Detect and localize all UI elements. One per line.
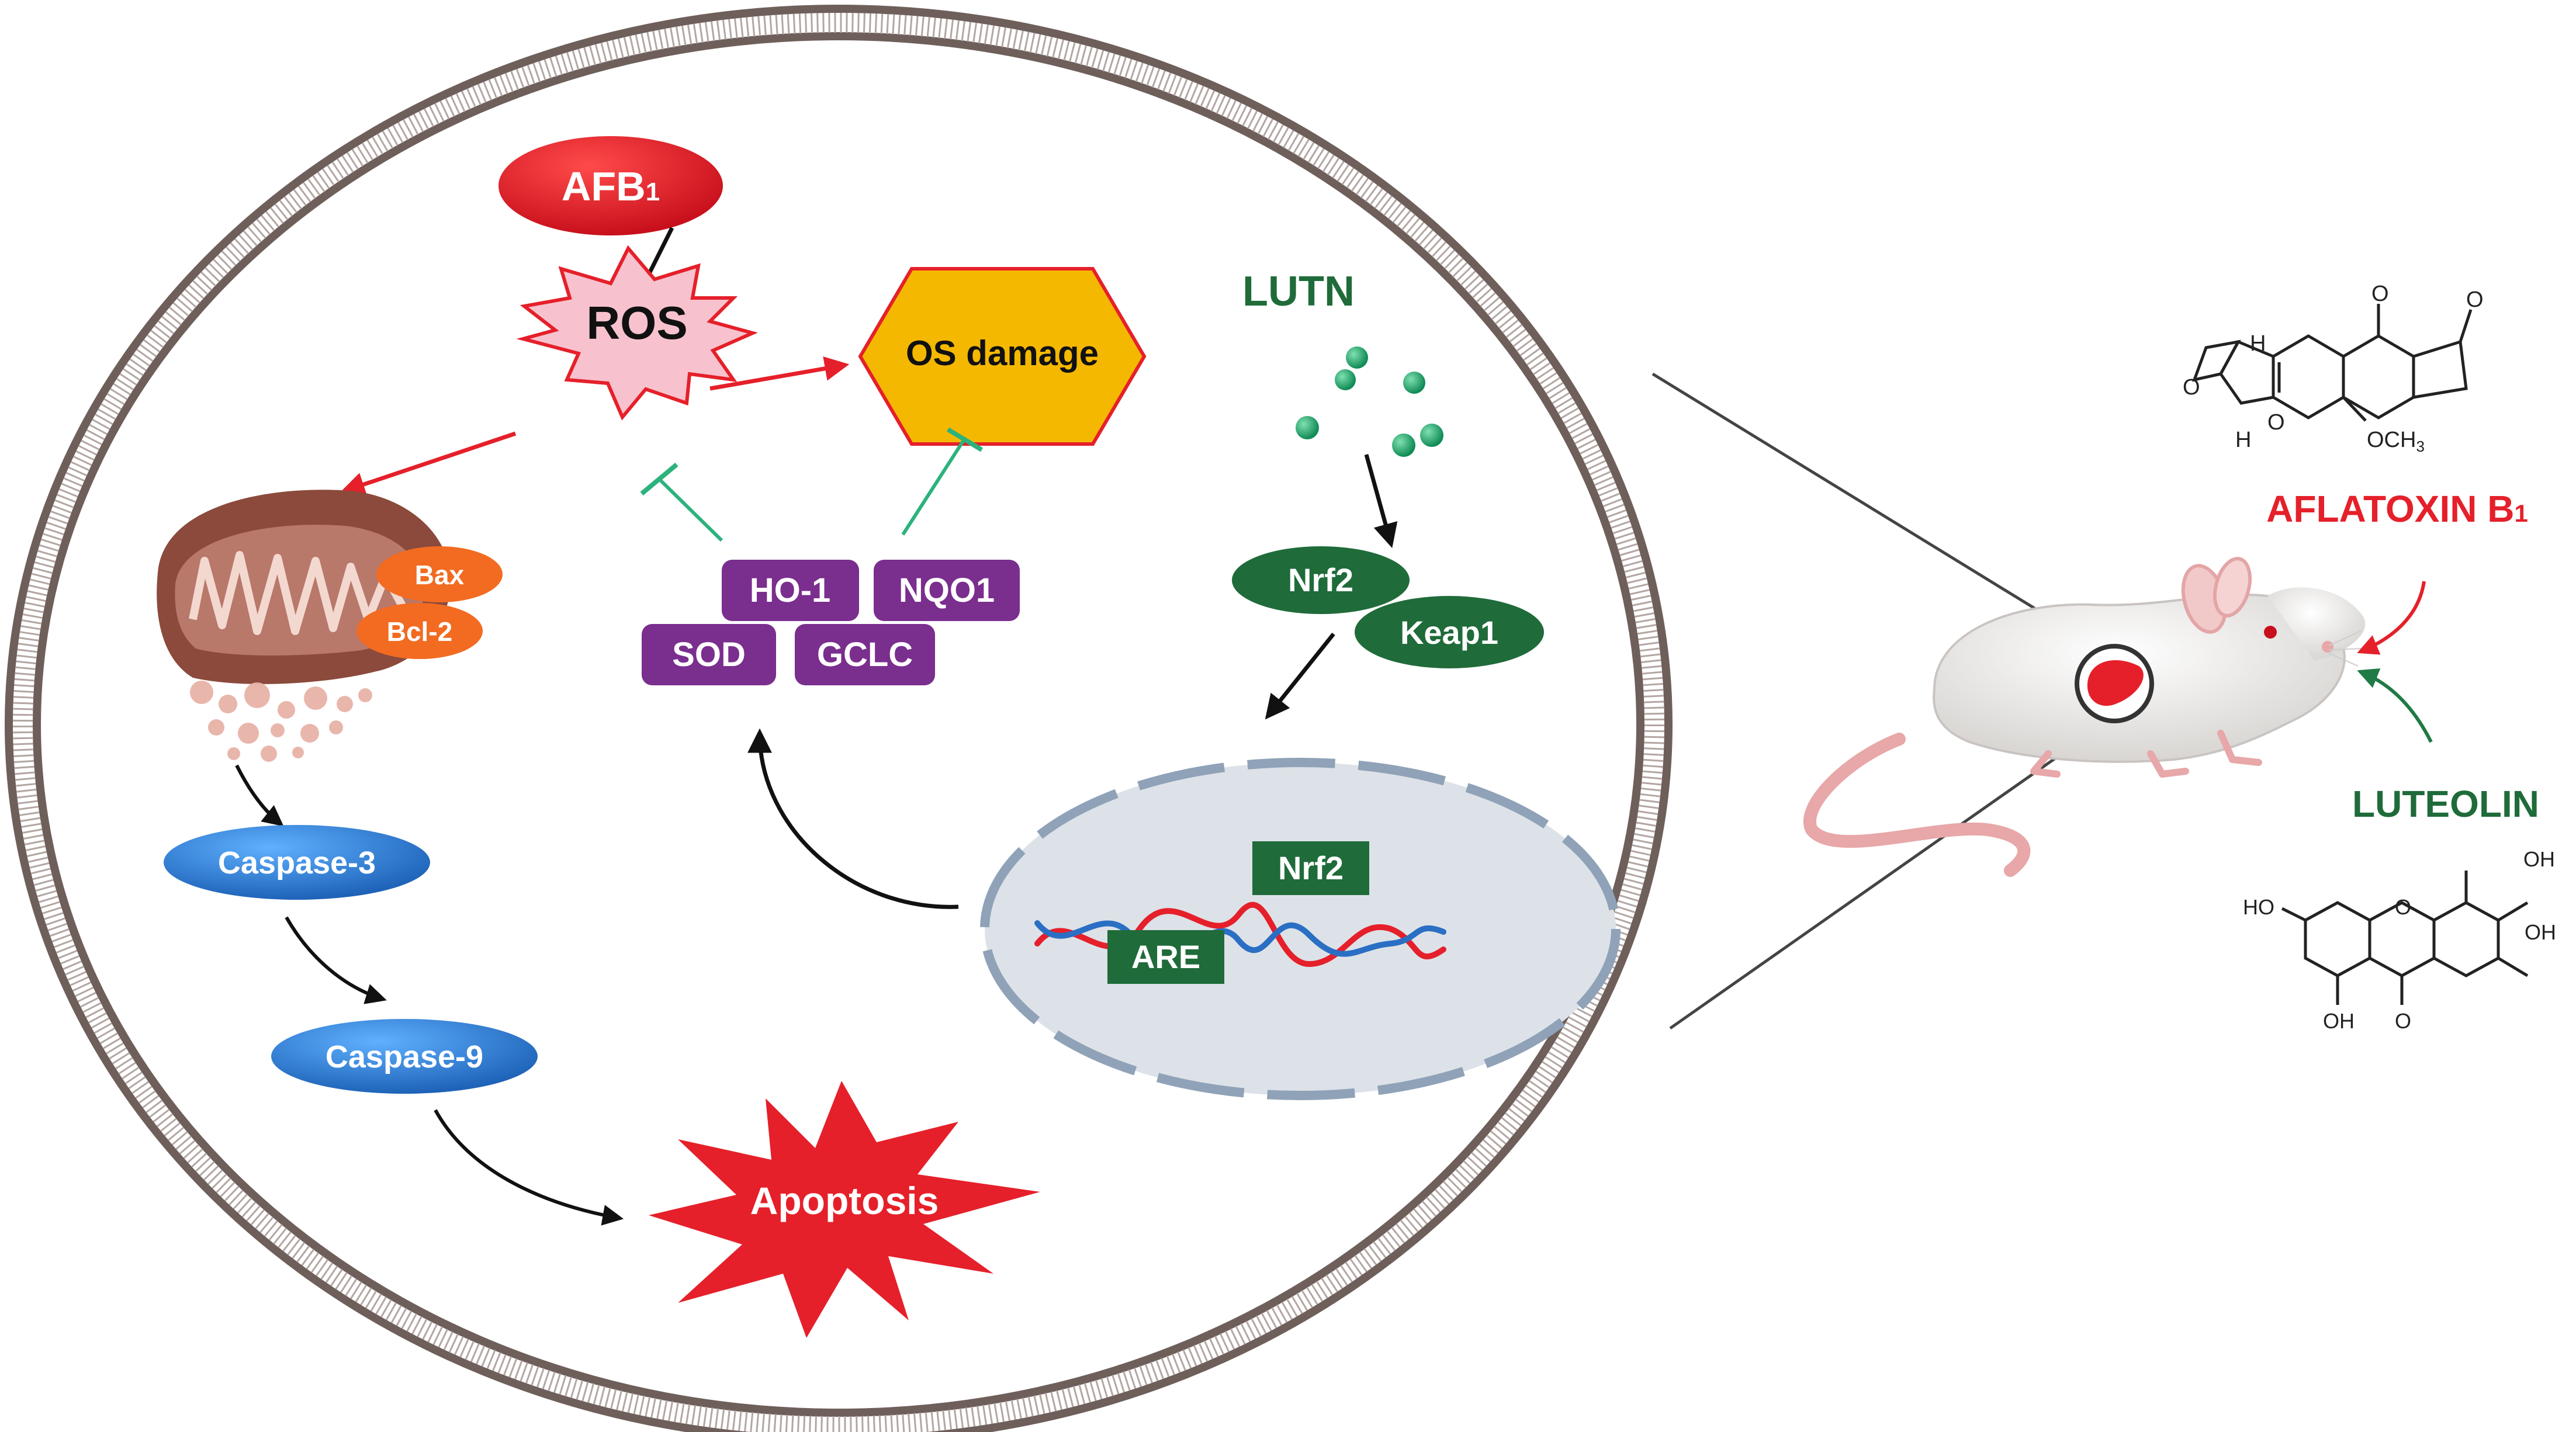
bcl2-label: Bcl-2 (387, 616, 452, 647)
afl-o-ring2: O (2267, 410, 2285, 435)
zoom-lines (1651, 372, 2121, 1030)
lut-oh-top: OH (2523, 847, 2555, 871)
cell-membrane (5, 5, 1673, 1432)
lut-oh-bottom: OH (2323, 1009, 2355, 1033)
luteolin-structure (2281, 871, 2529, 1005)
sod-node: SOD (642, 624, 776, 685)
lut-ho-left: HO (2243, 895, 2274, 919)
keap1-node: Keap1 (1355, 596, 1544, 668)
arrow-aflatoxin-mouse (2357, 581, 2426, 655)
nqo1-node: NQO1 (874, 560, 1020, 621)
liver-magnifier (2075, 644, 2154, 723)
caspase9-label: Caspase-9 (326, 1039, 483, 1074)
afb1-node: AFB1 (498, 136, 723, 235)
luteolin-particles (1296, 346, 1443, 457)
are-label: ARE (1131, 938, 1200, 975)
afb1-subscript: 1 (646, 178, 660, 206)
arrow-ros-mitochondria (340, 431, 517, 497)
bcl2-node: Bcl-2 (356, 603, 483, 659)
arrow-caspase3-caspase9 (285, 916, 387, 1004)
arrow-luteolin-mouse (2357, 668, 2433, 743)
lutn-label: LUTN (1242, 268, 1355, 315)
svg-text:AFB1: AFB1 (562, 164, 660, 209)
bax-node: Bax (376, 546, 503, 602)
arrow-lutn-nrf2 (1364, 454, 1398, 549)
caspase3-label: Caspase-3 (218, 845, 376, 880)
inhibit-enzymes-osdamage (901, 427, 984, 536)
arrow-nucleus-enzymes (747, 728, 959, 909)
arrow-caspase9-apoptosis (434, 1109, 624, 1226)
nrf2-nucleus-label: Nrf2 (1278, 850, 1344, 886)
nrf2-nucleus-node: Nrf2 (1252, 841, 1369, 895)
keap1-label: Keap1 (1400, 614, 1498, 651)
sod-label: SOD (672, 636, 746, 674)
inhibit-enzymes-ros (640, 462, 723, 542)
lut-o-ring: O (2395, 895, 2411, 919)
ros-label: ROS (586, 297, 687, 349)
arrow-ros-osdamage (709, 356, 850, 391)
aflatoxin-b1-structure (2192, 304, 2473, 422)
afl-och3: OCH3 (2367, 428, 2425, 455)
ros-node: ROS (516, 245, 758, 421)
nrf2-cytoplasm-node: Nrf2 (1232, 546, 1410, 614)
apoptosis-label: Apoptosis (750, 1179, 939, 1222)
aflatoxin-atom-labels: H H O O O O OCH3 (2183, 282, 2484, 455)
afl-o-ring: O (2183, 375, 2200, 400)
caspase9-node: Caspase-9 (271, 1019, 538, 1094)
nrf2-cytoplasm-label: Nrf2 (1288, 561, 1353, 598)
arrow-nrf2-nucleus (1265, 632, 1335, 720)
bax-label: Bax (415, 560, 465, 590)
are-node: ARE (1107, 930, 1224, 984)
apoptosis-node: Apoptosis (649, 1081, 1040, 1338)
os-damage-node: OS damage (858, 267, 1147, 446)
afl-h-bottom: H (2235, 428, 2251, 452)
ho1-label: HO-1 (750, 571, 831, 609)
nqo1-label: NQO1 (899, 571, 995, 609)
lut-oh-right: OH (2525, 920, 2556, 944)
lut-o-keto: O (2395, 1009, 2411, 1033)
arrow-mito-caspase3 (235, 764, 284, 827)
ho1-node: HO-1 (722, 560, 859, 621)
afb1-label: AFB (562, 164, 646, 209)
afl-o-keto: O (2371, 282, 2389, 306)
luteolin-atom-labels: OH OH HO OH O O (2243, 847, 2556, 1033)
gclc-node: GCLC (795, 624, 935, 685)
os-damage-label: OS damage (906, 334, 1099, 373)
afl-h-top: H (2250, 331, 2266, 356)
gclc-label: GCLC (817, 636, 913, 674)
luteolin-title: LUTEOLIN (2352, 783, 2539, 825)
caspase3-node: Caspase-3 (164, 825, 430, 900)
afl-o-keto2: O (2466, 287, 2484, 312)
aflatoxin-title: AFLATOXIN B1 (2266, 488, 2528, 530)
